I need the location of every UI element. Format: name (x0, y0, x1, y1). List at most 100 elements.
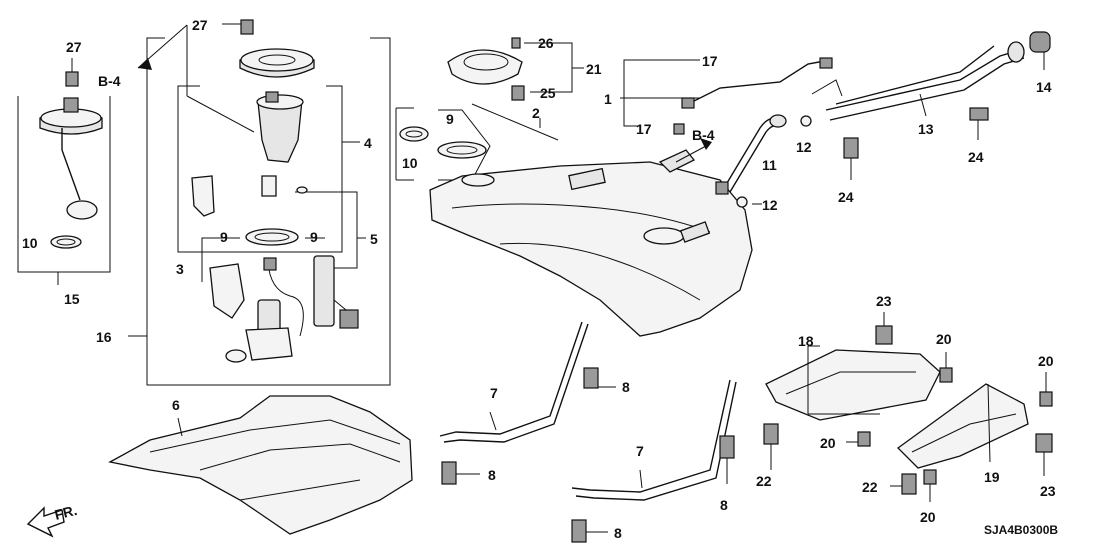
clip-17b (673, 123, 685, 135)
bolt-22a (763, 423, 779, 445)
bolt-8d (571, 519, 587, 543)
clip-20b (1039, 391, 1053, 407)
callout-9c: 9 (310, 229, 318, 245)
callout-15: 15 (64, 291, 80, 307)
callout-8c: 8 (720, 497, 728, 513)
clamp-12b (800, 115, 812, 127)
callout-11: 11 (762, 157, 777, 173)
tank-strap-7b (571, 379, 731, 493)
reference-arrows (138, 58, 712, 163)
access-cover (447, 49, 523, 85)
clamp-12a (736, 196, 748, 208)
clip-23a (875, 325, 893, 345)
callout-8a: 8 (622, 379, 630, 395)
seal-ring-10b (399, 126, 429, 142)
breather-hose-group (620, 57, 843, 135)
callout-20c: 20 (820, 435, 836, 451)
under-covers-group (763, 312, 1053, 502)
clip-17a (819, 57, 833, 69)
callout-19: 19 (984, 469, 1000, 485)
bolt-8a (583, 367, 599, 389)
pump-bracket-3 (209, 263, 245, 319)
clip-20a (939, 367, 953, 383)
fuel-gauge-sender-group (17, 58, 111, 285)
under-cover-19 (897, 383, 1029, 469)
callout-27b: 27 (192, 17, 208, 33)
front-direction-arrow (26, 506, 65, 538)
bolt-8b (441, 461, 457, 485)
fuel-tank (429, 161, 753, 337)
callout-20a: 20 (936, 331, 952, 347)
callout-23b: 23 (1040, 483, 1056, 499)
callout-24a: 24 (838, 189, 854, 205)
heat-shield (108, 395, 413, 535)
callout-4: 4 (364, 135, 372, 151)
filter (261, 175, 277, 197)
callout-10a: 10 (22, 235, 38, 251)
sender-connector (63, 97, 79, 113)
callout-10b: 10 (402, 155, 418, 171)
nut-27a (65, 71, 79, 87)
callout-9b: 9 (220, 229, 228, 245)
under-cover-18 (765, 349, 941, 421)
callout-7b: 7 (636, 443, 644, 459)
clip (225, 349, 247, 363)
pressure-regulator (313, 255, 335, 327)
callout-20b: 20 (1038, 353, 1054, 369)
breather-hose-1 (687, 59, 831, 105)
pump-base (245, 327, 293, 361)
screw-26 (511, 37, 521, 49)
filler-hose-11 (723, 117, 781, 189)
seal-ring-9b (245, 228, 299, 246)
callout-7a: 7 (490, 385, 498, 401)
bolt-24b (969, 107, 989, 121)
callout-1: 1 (604, 91, 612, 107)
callout-25: 25 (540, 85, 556, 101)
callout-26: 26 (538, 35, 554, 51)
callout-3: 3 (176, 261, 184, 277)
callout-18: 18 (798, 333, 814, 349)
fuel-cap-14 (1029, 31, 1051, 53)
access-cover-group (447, 37, 584, 101)
callout-17b: 17 (636, 121, 652, 137)
callout-21: 21 (586, 61, 602, 77)
bolt-24a (843, 137, 859, 159)
clip-20d (923, 469, 937, 485)
callout-9a: 9 (446, 111, 454, 127)
direction-label: FR. (53, 502, 79, 523)
clip-20c (857, 431, 871, 447)
heat-shield-group (108, 395, 413, 535)
clip-23b (1035, 433, 1053, 453)
filler-pipe-group (715, 31, 1051, 208)
callout-16: 16 (96, 329, 112, 345)
tank-straps-group (439, 321, 737, 543)
callout-2: 2 (532, 105, 540, 121)
bolt-8c (719, 435, 735, 459)
ref-b4-center: B-4 (692, 127, 715, 143)
filler-pipe-13 (825, 49, 1021, 111)
bracket (191, 175, 215, 217)
callout-12a: 12 (796, 139, 812, 155)
bolt-22b (901, 473, 917, 495)
callout-8b: 8 (488, 467, 496, 483)
callout-5: 5 (370, 231, 378, 247)
seal-ring-9c (437, 141, 487, 159)
nut-27b (240, 19, 254, 35)
callout-14: 14 (1036, 79, 1052, 95)
float (66, 200, 98, 220)
ref-b4-left: B-4 (98, 73, 121, 89)
callout-13: 13 (918, 121, 934, 137)
callout-27a: 27 (66, 39, 82, 55)
grommet-25 (511, 85, 525, 101)
seal-ring-10a (50, 235, 82, 249)
callout-20d: 20 (920, 509, 936, 525)
fuel-tank-group (429, 103, 753, 337)
fuel-pump-module-group (128, 19, 391, 386)
callout-12b: 12 (762, 197, 778, 213)
callout-labels: 1 2 3 4 5 6 7 7 8 8 8 8 9 9 9 10 10 11 1… (22, 17, 1058, 541)
callout-24b: 24 (968, 149, 984, 165)
callout-8d: 8 (614, 525, 622, 541)
arrow-icon (26, 506, 65, 538)
